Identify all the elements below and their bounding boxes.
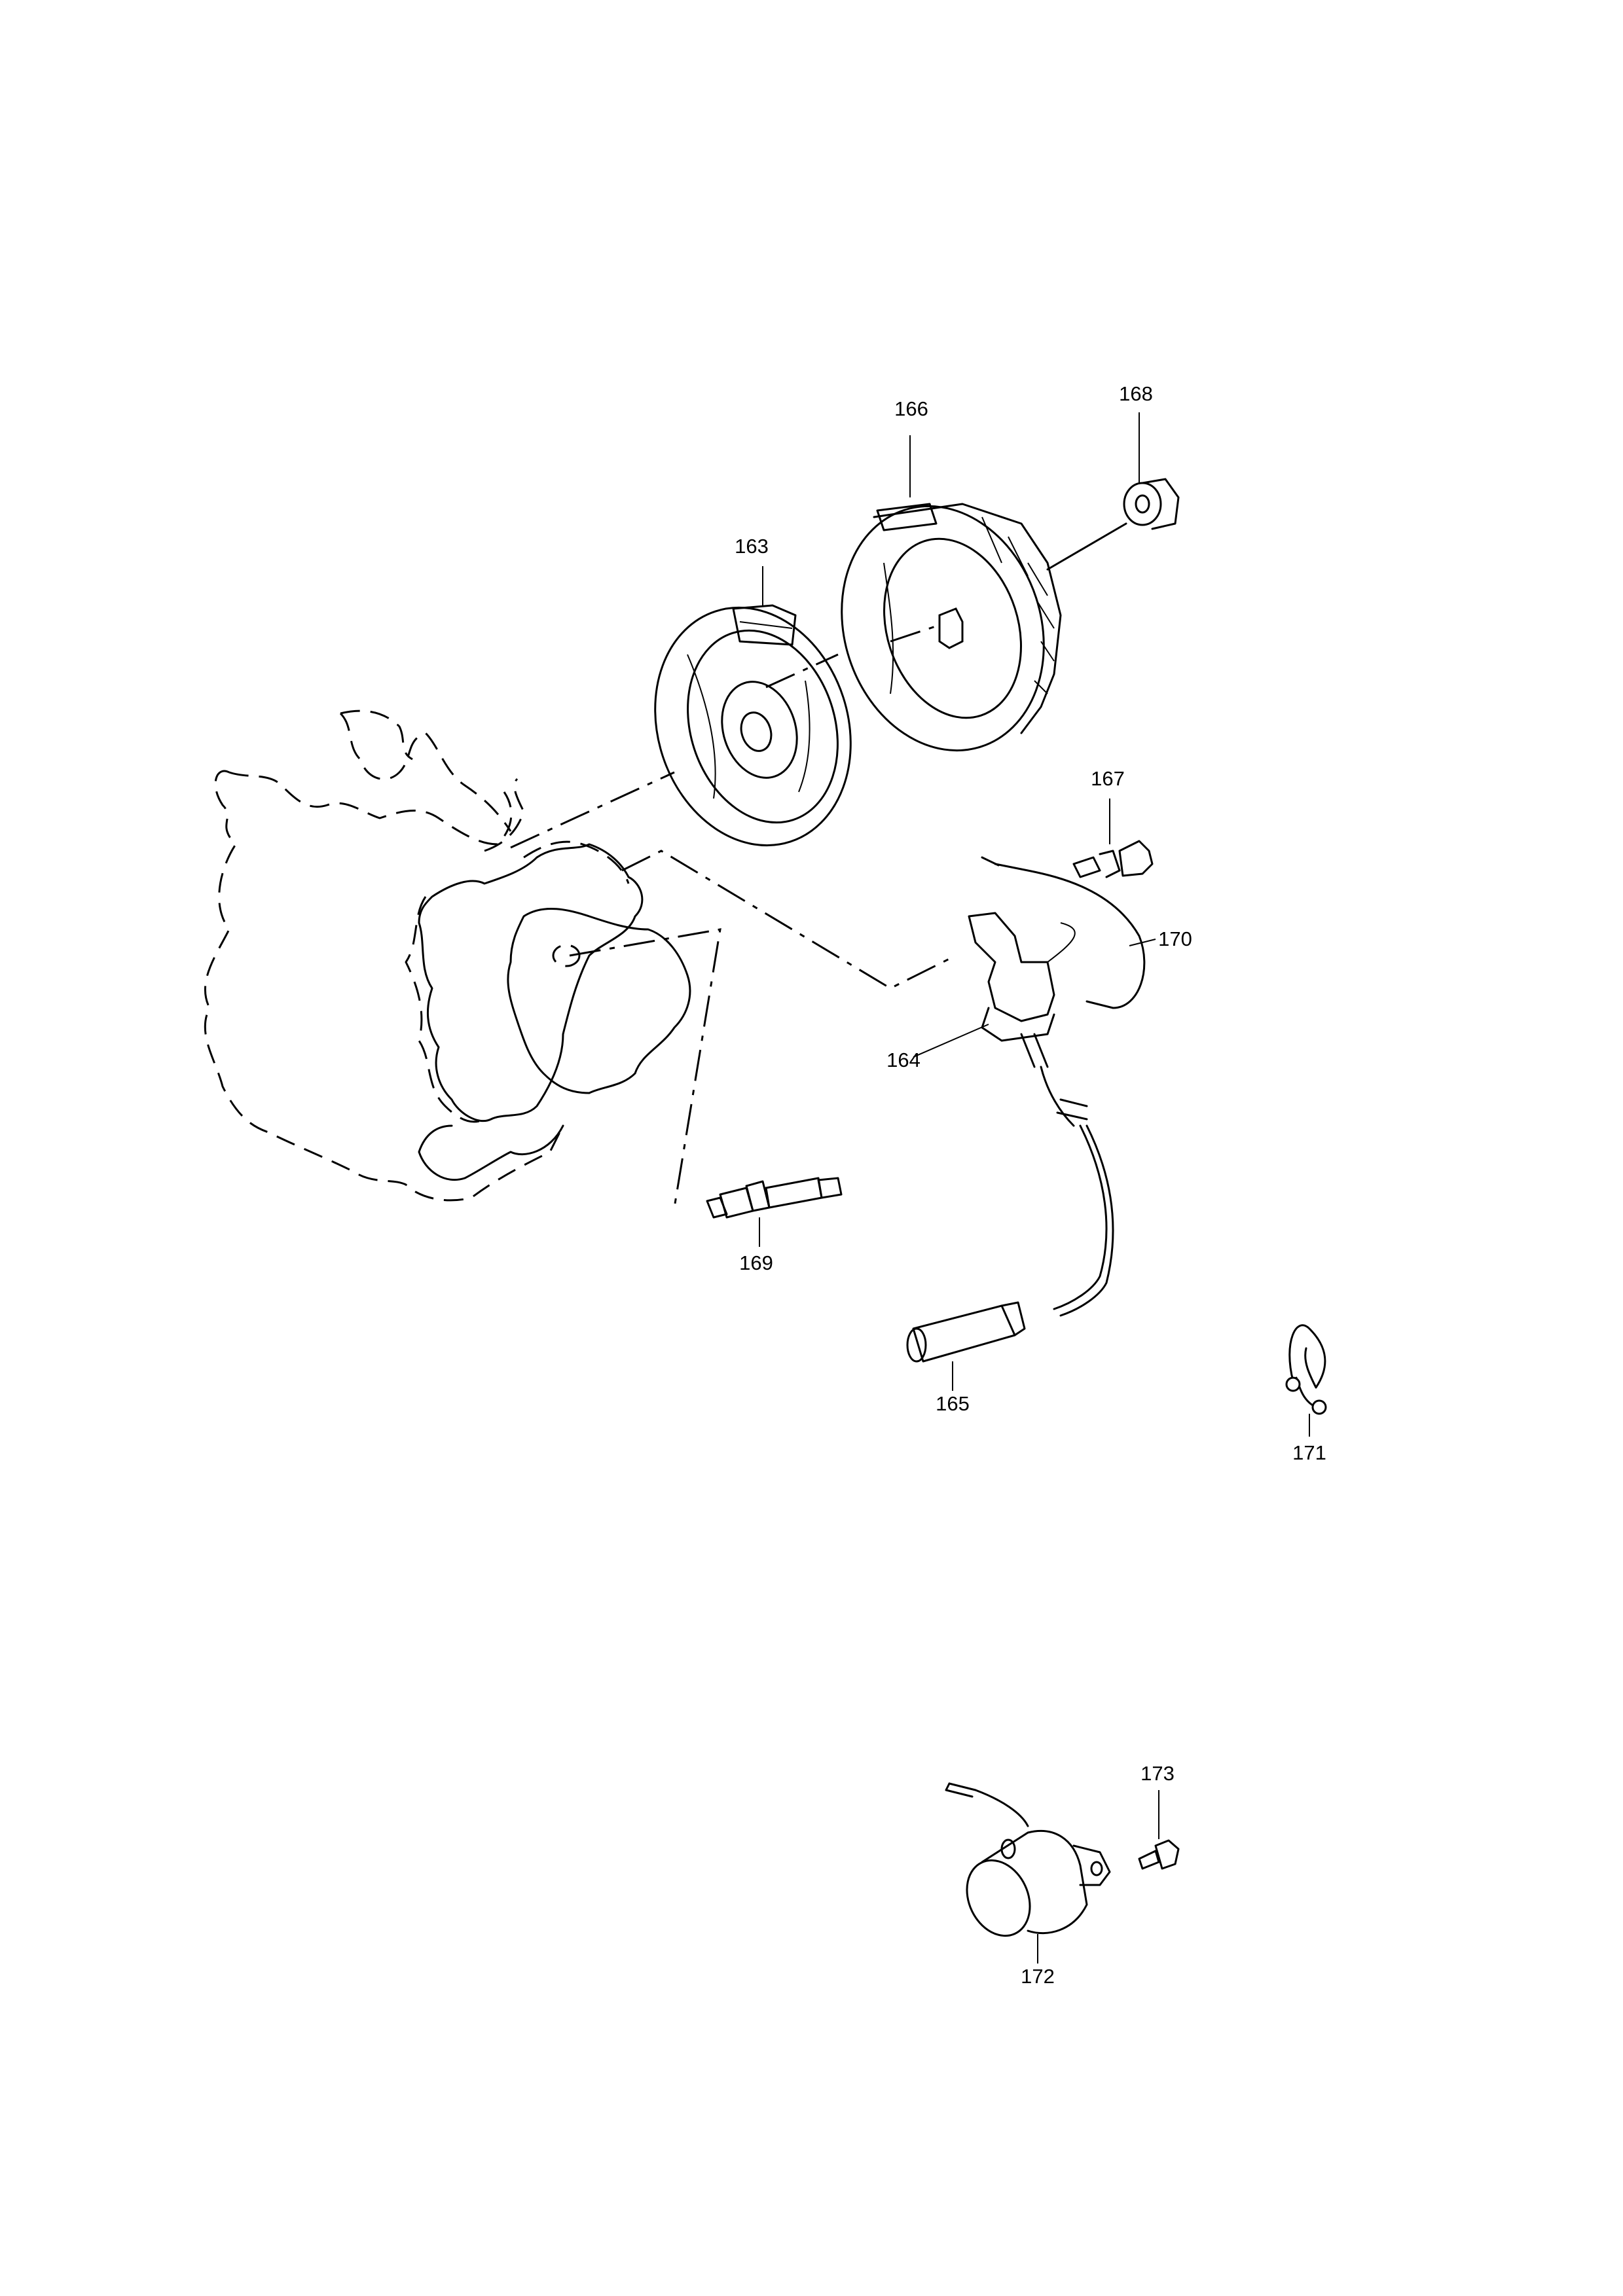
wire-170 <box>981 856 1146 1009</box>
solenoid-172 <box>945 1782 1111 1937</box>
engine-block-outline <box>204 709 630 1202</box>
callout-labels: 163 164 165 166 167 168 169 170 171 172 … <box>735 382 1326 1988</box>
callout-171: 171 <box>1292 1441 1326 1464</box>
callout-165: 165 <box>936 1392 970 1415</box>
leader-lines <box>759 412 1310 1964</box>
screw-173 <box>1138 1839 1180 1870</box>
engine-cover-outline <box>418 843 691 1181</box>
callout-172: 172 <box>1021 1965 1055 1988</box>
spark-plug-169 <box>706 1177 843 1219</box>
callout-163: 163 <box>735 535 769 558</box>
callout-166: 166 <box>894 397 928 420</box>
bolt-167 <box>1072 840 1154 878</box>
flywheel-nut-168 <box>1046 478 1180 571</box>
callout-164: 164 <box>886 1049 921 1071</box>
clip-171 <box>1285 1324 1327 1415</box>
callout-173: 173 <box>1140 1762 1175 1785</box>
flywheel-166 <box>841 503 1062 752</box>
callout-168: 168 <box>1119 382 1153 405</box>
callout-167: 167 <box>1091 767 1125 790</box>
assembly-dash-lines <box>510 620 957 1208</box>
plug-cap-165 <box>906 1301 1026 1363</box>
ignition-coil-164 <box>968 912 1114 1317</box>
callout-170: 170 <box>1158 927 1192 950</box>
callout-169: 169 <box>739 1251 773 1274</box>
rotor-plate-163 <box>654 604 852 847</box>
